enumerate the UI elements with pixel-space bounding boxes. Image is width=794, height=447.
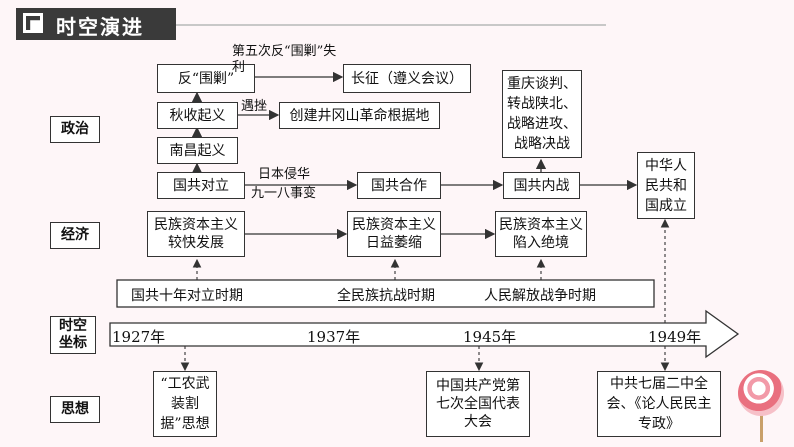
note-cuo: 遇挫 (241, 99, 268, 114)
economy-box-1: 民族资本主义较快发展 (147, 211, 245, 257)
row-label-economy: 经济 (50, 222, 100, 249)
year-label-1937: 1937年 (307, 328, 361, 346)
event-box-qiushou: 秋收起义 (157, 102, 238, 129)
economy-box-3: 民族资本主义陷入绝境 (495, 211, 587, 257)
event-box-nanchang: 南昌起义 (157, 137, 238, 164)
period-label-2: 全民族抗战时期 (337, 288, 435, 304)
time-axis-arrow (109, 309, 740, 359)
lollipop-decoration (738, 370, 784, 416)
thought-box-3: 中共七届二中全会、《论人民民主专政》 (597, 371, 721, 437)
note-invasion-1: 日本侵华 (258, 167, 311, 182)
section-icon (20, 10, 46, 36)
row-label-coordinate: 时空坐标 (50, 316, 96, 354)
period-bar (116, 279, 655, 308)
year-label-1945: 1945年 (463, 328, 517, 346)
header-divider (176, 24, 606, 26)
note-invasion-2: 九一八事变 (251, 186, 317, 201)
event-box-neizhan: 国共内战 (503, 172, 580, 199)
row-label-politics: 政治 (50, 116, 100, 143)
page-title: 时空演进 (56, 15, 144, 39)
event-box-hezuo: 国共合作 (357, 172, 441, 199)
thought-box-1: “工农武装割据”思想 (153, 371, 217, 437)
year-label-1927: 1927年 (112, 328, 166, 346)
thought-box-2: 中国共产党第七次全国代表大会 (426, 371, 530, 437)
event-box-changzheng: 长征（遵义会议） (343, 64, 471, 93)
economy-box-2: 民族资本主义日益萎缩 (347, 211, 441, 257)
event-box-duili: 国共对立 (157, 172, 245, 199)
event-box-jinggang: 创建井冈山革命根据地 (279, 102, 440, 129)
period-label-3: 人民解放战争时期 (484, 288, 596, 304)
lollipop-stick (760, 412, 763, 442)
event-box-prc: 中华人民共和国成立 (637, 152, 695, 219)
year-label-1949: 1949年 (648, 328, 702, 346)
event-box-weichao: 反“围剿” (157, 64, 255, 93)
period-label-1: 国共十年对立时期 (131, 288, 243, 304)
event-box-chongqing: 重庆谈判、转战陕北、战略进攻、战略决战 (502, 70, 582, 158)
row-label-thought: 思想 (50, 396, 100, 423)
note-fifth-weichao: 第五次反“围剿”失利 (232, 44, 337, 75)
